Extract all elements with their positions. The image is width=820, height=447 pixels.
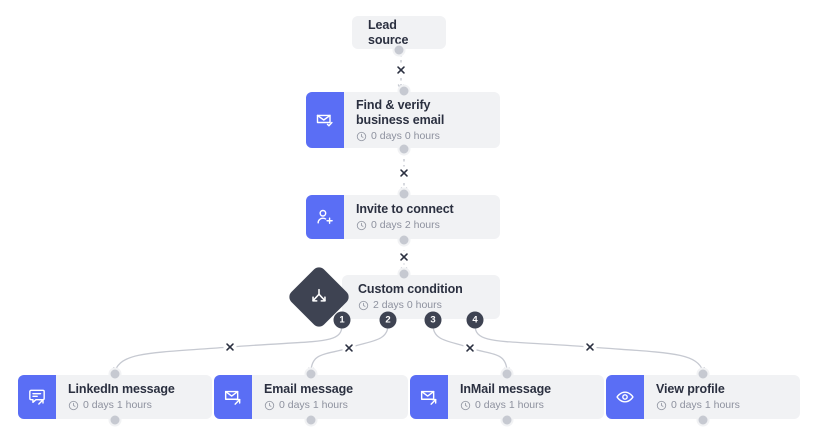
port-inmail-message-out[interactable] xyxy=(500,413,514,427)
close-x-icon xyxy=(396,65,407,76)
node-title: Custom condition xyxy=(358,282,463,296)
node-delay: 0 days 1 hours xyxy=(656,399,788,412)
node-delay-label: 0 days 0 hours xyxy=(371,129,440,142)
node-title: InMail message xyxy=(460,382,552,396)
condition-diamond[interactable] xyxy=(286,264,352,330)
close-x-icon xyxy=(344,343,355,354)
node-title: Lead source xyxy=(368,17,409,47)
node-find-verify-business-email[interactable]: Find & verify business email 0 days 0 hou… xyxy=(306,92,500,148)
branch-split-icon xyxy=(308,286,330,308)
node-delay: 0 days 2 hours xyxy=(356,219,488,232)
envelope-arrow-icon xyxy=(410,375,448,419)
clock-icon xyxy=(460,400,471,411)
clock-icon xyxy=(356,220,367,231)
port-view-profile-out[interactable] xyxy=(696,413,710,427)
node-delay-label: 0 days 2 hours xyxy=(371,219,440,231)
port-email-message-out[interactable] xyxy=(304,413,318,427)
close-x-icon xyxy=(225,342,236,353)
delete-edge-branch-2[interactable] xyxy=(342,341,356,355)
port-lead-source-out[interactable] xyxy=(392,43,406,57)
port-invite-out[interactable] xyxy=(397,233,411,247)
port-linkedin-message-out[interactable] xyxy=(108,413,122,427)
node-body: LinkedIn message 0 days 1 hours xyxy=(56,375,212,419)
node-delay: 2 days 0 hours xyxy=(358,299,442,312)
clock-icon xyxy=(68,400,79,411)
port-linkedin-message-in[interactable] xyxy=(108,367,122,381)
clock-icon xyxy=(358,300,369,311)
node-title: View profile xyxy=(656,382,725,396)
node-delay-label: 0 days 1 hours xyxy=(279,399,348,411)
port-invite-in[interactable] xyxy=(397,187,411,201)
branch-badge-2[interactable]: 2 xyxy=(379,311,397,329)
clock-icon xyxy=(656,400,667,411)
close-x-icon xyxy=(399,252,410,263)
node-custom-condition[interactable]: Custom condition 2 days 0 hours xyxy=(342,275,500,319)
node-body: Invite to connect 0 days 2 hours xyxy=(344,195,500,239)
node-email-message[interactable]: Email message 0 days 1 hours xyxy=(214,375,408,419)
node-linkedin-message[interactable]: LinkedIn message 0 days 1 hours xyxy=(18,375,212,419)
port-find-email-out[interactable] xyxy=(397,142,411,156)
node-delay: 0 days 1 hours xyxy=(68,399,200,412)
close-x-icon xyxy=(465,343,476,354)
node-title: Email message xyxy=(264,382,354,396)
node-title: Find & verify business email xyxy=(356,97,445,127)
node-title: LinkedIn message xyxy=(68,382,175,396)
branch-badge-1[interactable]: 1 xyxy=(333,311,351,329)
node-delay: 0 days 0 hours xyxy=(356,130,488,143)
close-x-icon xyxy=(585,342,596,353)
node-delay-label: 0 days 1 hours xyxy=(475,399,544,411)
branch-badge-3[interactable]: 3 xyxy=(424,311,442,329)
branch-badge-4[interactable]: 4 xyxy=(466,311,484,329)
node-delay-label: 0 days 1 hours xyxy=(671,399,740,411)
delete-edge-branch-1[interactable] xyxy=(223,340,237,354)
envelope-arrow-icon xyxy=(214,375,252,419)
port-email-message-in[interactable] xyxy=(304,367,318,381)
node-delay: 0 days 1 hours xyxy=(264,399,396,412)
node-body: Lead source xyxy=(352,16,446,49)
delete-edge-invite-to-cond[interactable] xyxy=(397,250,411,264)
node-delay: 0 days 1 hours xyxy=(460,399,592,412)
node-delay-label: 0 days 1 hours xyxy=(83,399,152,411)
node-body: Custom condition 2 days 0 hours xyxy=(342,275,500,319)
node-view-profile[interactable]: View profile 0 days 1 hours xyxy=(606,375,800,419)
node-body: View profile 0 days 1 hours xyxy=(644,375,800,419)
delete-edge-branch-4[interactable] xyxy=(583,340,597,354)
delete-edge-lead-to-email[interactable] xyxy=(394,63,408,77)
node-body: Email message 0 days 1 hours xyxy=(252,375,408,419)
delete-edge-email-to-invite[interactable] xyxy=(397,166,411,180)
clock-icon xyxy=(356,131,367,142)
envelope-check-icon xyxy=(306,92,344,148)
port-custom-condition-in[interactable] xyxy=(397,267,411,281)
node-delay-label: 2 days 0 hours xyxy=(373,299,442,311)
delete-edge-branch-3[interactable] xyxy=(463,341,477,355)
person-plus-icon xyxy=(306,195,344,239)
port-find-email-in[interactable] xyxy=(397,84,411,98)
node-lead-source[interactable]: Lead source xyxy=(352,16,446,49)
node-invite-to-connect[interactable]: Invite to connect 0 days 2 hours xyxy=(306,195,500,239)
eye-icon xyxy=(606,375,644,419)
node-body: InMail message 0 days 1 hours xyxy=(448,375,604,419)
clock-icon xyxy=(264,400,275,411)
chat-arrow-icon xyxy=(18,375,56,419)
node-inmail-message[interactable]: InMail message 0 days 1 hours xyxy=(410,375,604,419)
port-view-profile-in[interactable] xyxy=(696,367,710,381)
close-x-icon xyxy=(399,168,410,179)
node-body: Find & verify business email 0 days 0 hou… xyxy=(344,92,500,148)
port-inmail-message-in[interactable] xyxy=(500,367,514,381)
node-title: Invite to connect xyxy=(356,202,454,216)
